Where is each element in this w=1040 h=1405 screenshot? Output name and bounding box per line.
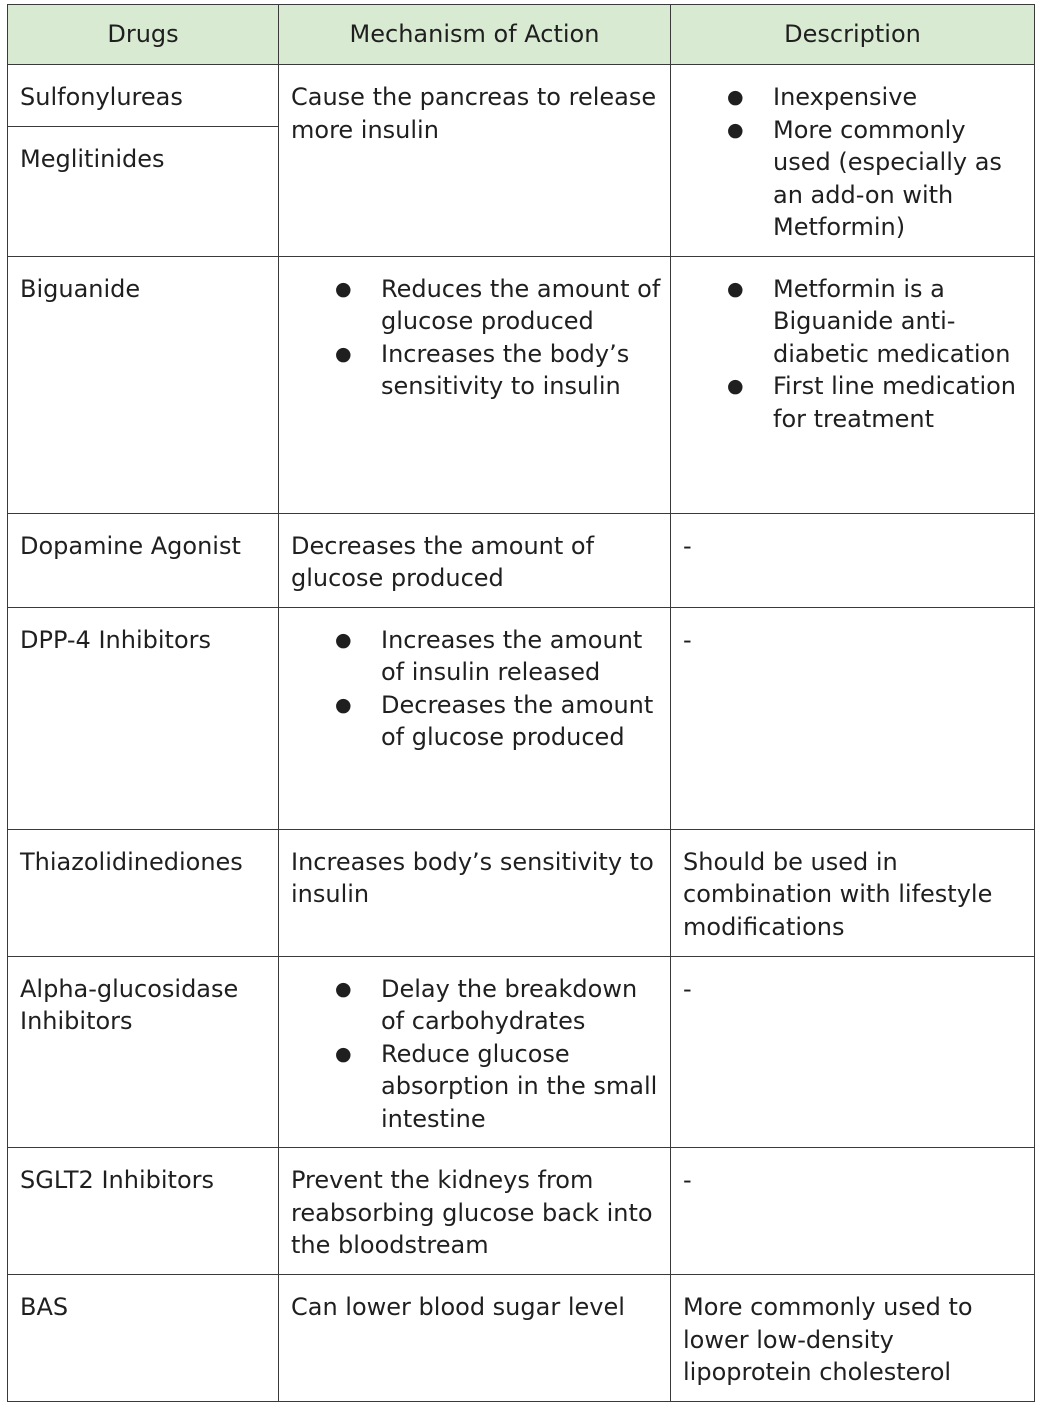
mechanism-cell: Prevent the kidneys from reabsorbing glu… xyxy=(278,1147,671,1275)
list-item: Delay the breakdown of carbohydrates xyxy=(335,973,662,1038)
description-cell: - xyxy=(670,1147,1035,1275)
list-item: First line medication for treatment xyxy=(727,370,1026,435)
table-row: BAS Can lower blood sugar level More com… xyxy=(7,1274,1035,1402)
drug-cell: DPP-4 Inhibitors xyxy=(7,606,279,830)
drug-cell: Dopamine Agonist xyxy=(7,512,279,608)
drug-cell: Alpha-glucosidase Inhibitors xyxy=(7,955,279,1148)
table-row: Thiazolidinediones Increases body’s sens… xyxy=(7,828,1035,957)
table-row: Biguanide Reduces the amount of glucose … xyxy=(7,255,1035,514)
list-item: Decreases the amount of glucose produced xyxy=(335,689,662,754)
description-cell: Should be used in combination with lifes… xyxy=(670,828,1035,957)
list-item: Increases the amount of insulin released xyxy=(335,624,662,689)
table-header-row: Drugs Mechanism of Action Description xyxy=(7,4,1035,65)
description-cell: - xyxy=(670,955,1035,1148)
list-item: Reduces the amount of glucose produced xyxy=(335,273,662,338)
list-item: More commonly used (especially as an add… xyxy=(727,114,1026,244)
list-item: Reduce glucose absorption in the small i… xyxy=(335,1038,662,1136)
drug-cell: Thiazolidinediones xyxy=(7,828,279,957)
drug-table: Drugs Mechanism of Action Description Su… xyxy=(7,4,1035,1402)
mechanism-cell: Delay the breakdown of carbohydrates Red… xyxy=(278,955,671,1148)
table-row: Sulfonylureas Cause the pancreas to rele… xyxy=(7,63,1035,257)
drug-cell: Sulfonylureas xyxy=(7,63,279,128)
header-drugs: Drugs xyxy=(7,4,279,65)
header-mechanism: Mechanism of Action xyxy=(278,4,671,65)
mechanism-cell: Increases the amount of insulin released… xyxy=(278,606,671,830)
header-description: Description xyxy=(670,4,1035,65)
description-cell: Inexpensive More commonly used (especial… xyxy=(670,64,1035,257)
description-cell: More commonly used to lower low-density … xyxy=(670,1274,1035,1402)
mechanism-list: Reduces the amount of glucose produced I… xyxy=(291,273,662,403)
table-row: Alpha-glucosidase Inhibitors Delay the b… xyxy=(7,955,1035,1148)
mechanism-cell: Decreases the amount of glucose produced xyxy=(278,512,671,608)
list-item: Increases the body’s sensitivity to insu… xyxy=(335,338,662,403)
description-cell: - xyxy=(670,512,1035,608)
description-cell: - xyxy=(670,606,1035,830)
mechanism-cell: Can lower blood sugar level xyxy=(278,1274,671,1402)
drug-cell: Meglitinides xyxy=(7,126,279,257)
drug-cell: BAS xyxy=(7,1274,279,1402)
description-list: Inexpensive More commonly used (especial… xyxy=(683,81,1026,244)
mechanism-cell: Cause the pancreas to release more insul… xyxy=(278,64,671,257)
drug-cell: SGLT2 Inhibitors xyxy=(7,1147,279,1275)
description-cell: Metformin is a Biguanide anti-diabetic m… xyxy=(670,255,1035,514)
description-list: Metformin is a Biguanide anti-diabetic m… xyxy=(683,273,1026,436)
list-item: Metformin is a Biguanide anti-diabetic m… xyxy=(727,273,1026,371)
list-item: Inexpensive xyxy=(727,81,1026,114)
mechanism-list: Delay the breakdown of carbohydrates Red… xyxy=(291,973,662,1136)
mechanism-cell: Increases body’s sensitivity to insulin xyxy=(278,828,671,957)
table-row: Dopamine Agonist Decreases the amount of… xyxy=(7,512,1035,608)
drug-cell: Biguanide xyxy=(7,255,279,514)
table-row: Meglitinides xyxy=(7,126,1035,257)
table-row: SGLT2 Inhibitors Prevent the kidneys fro… xyxy=(7,1147,1035,1275)
mechanism-list: Increases the amount of insulin released… xyxy=(291,624,662,754)
table-row: DPP-4 Inhibitors Increases the amount of… xyxy=(7,606,1035,830)
mechanism-cell: Reduces the amount of glucose produced I… xyxy=(278,255,671,514)
